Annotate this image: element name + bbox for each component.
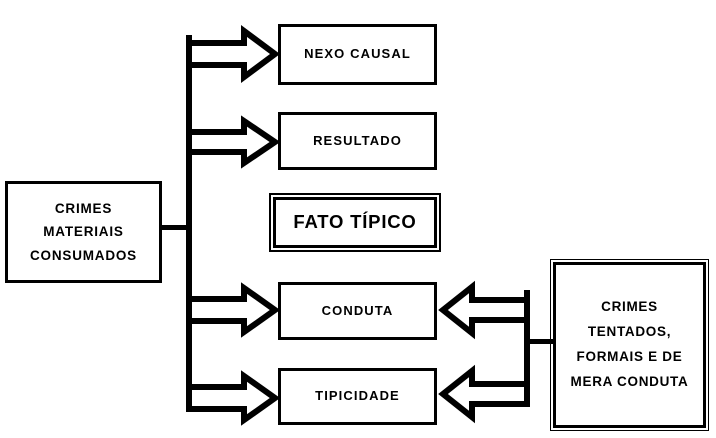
node-crimes-materiais-consumados: CRIMES MATERIAIS CONSUMADOS [5, 181, 162, 283]
node-label-fato-tipico: FATO TÍPICO [293, 211, 417, 233]
node-label-crimes-tentados-formais-mera-conduta: CRIMES TENTADOS, FORMAIS E DE MERA CONDU… [570, 299, 689, 389]
node-crimes-tentados-formais-mera-conduta: CRIMES TENTADOS, FORMAIS E DE MERA CONDU… [550, 259, 709, 431]
connector-trunk-left [186, 35, 192, 407]
node-label-crimes-materiais-consumados: CRIMES MATERIAIS CONSUMADOS [29, 200, 137, 263]
arrow-left-to-tipicidade [438, 364, 530, 424]
arrow-right-to-nexo-causal [186, 25, 281, 83]
node-label-tipicidade: TIPICIDADE [315, 388, 400, 404]
arrow-right-to-resultado [186, 115, 281, 169]
node-fato-tipico: FATO TÍPICO [269, 193, 441, 252]
node-conduta: CONDUTA [278, 282, 437, 340]
connector-right-root-to-trunk [528, 339, 556, 344]
node-nexo-causal: NEXO CAUSAL [278, 24, 437, 85]
arrow-right-to-conduta [186, 282, 281, 338]
node-tipicidade: TIPICIDADE [278, 368, 437, 425]
arrow-left-to-conduta [438, 280, 530, 340]
node-label-resultado: RESULTADO [313, 132, 402, 148]
node-resultado: RESULTADO [278, 112, 437, 170]
connector-left-root-to-trunk [160, 225, 190, 230]
connector-trunk-right [524, 290, 530, 400]
arrow-right-to-tipicidade [186, 370, 281, 426]
node-label-nexo-causal: NEXO CAUSAL [304, 46, 411, 62]
node-label-conduta: CONDUTA [321, 302, 394, 318]
